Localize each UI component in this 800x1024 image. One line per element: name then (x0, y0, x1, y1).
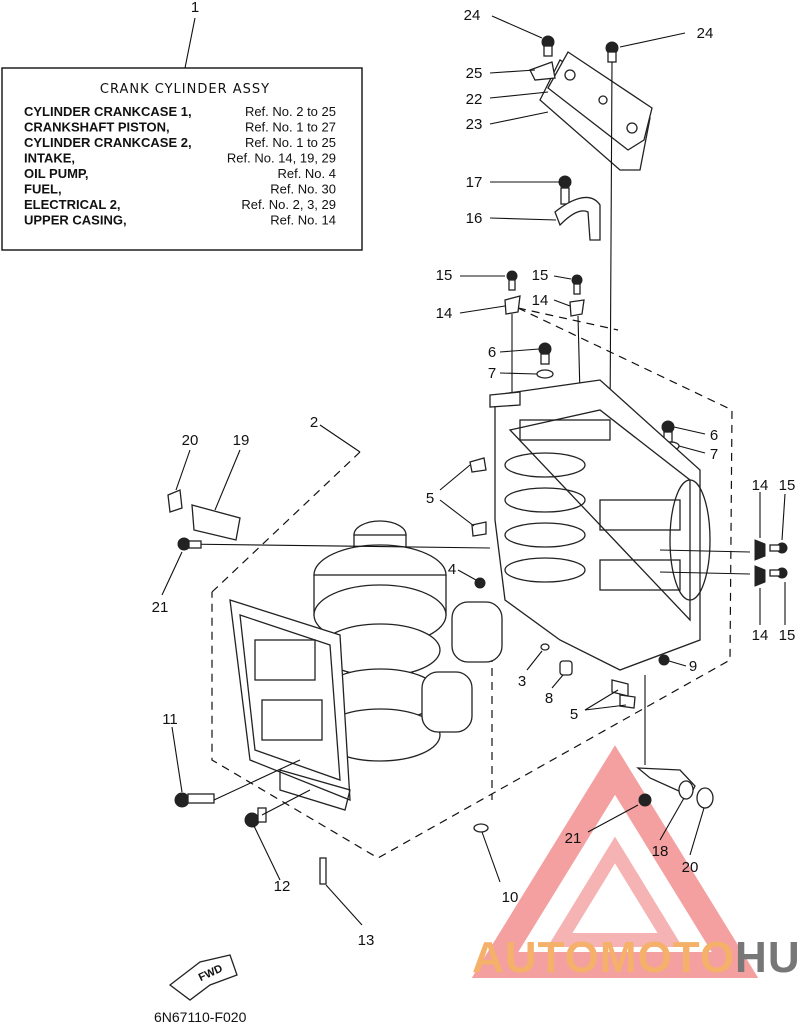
info-row-name: UPPER CASING, (24, 213, 127, 228)
callout-22: 22 (466, 91, 483, 108)
info-row-name: CRANKSHAFT PISTON, (24, 120, 170, 135)
callout-8: 8 (545, 690, 553, 707)
callout-19: 19 (233, 432, 250, 449)
info-row-name: FUEL, (24, 182, 62, 197)
diagram-code: 6N67110-F020 (154, 1009, 247, 1024)
clamp-group (554, 175, 601, 241)
info-box-row: UPPER CASING, Ref. No. 14 (24, 213, 336, 228)
callout-21: 21 (565, 830, 582, 847)
info-row-name: CYLINDER CRANKCASE 1, (24, 104, 192, 119)
callout-25: 25 (466, 65, 483, 82)
callout-15: 15 (532, 267, 549, 284)
crankcase-group (179, 520, 503, 811)
info-row-name: OIL PUMP, (24, 166, 89, 181)
right-side-fasteners (754, 539, 788, 587)
info-row-ref: Ref. No. 30 (270, 182, 336, 197)
callout-4: 4 (448, 561, 456, 578)
info-row-name: CYLINDER CRANKCASE 2, (24, 135, 192, 150)
cylinder-cover-group (529, 35, 653, 426)
info-row-ref: Ref. No. 4 (277, 166, 336, 181)
callout-labels: 1 24 24 25 22 23 17 16 15 15 14 14 6 7 6 7 2 20 19 5 4 14 15 14… (152, 0, 796, 949)
top-bolts (504, 270, 680, 451)
watermark-text: AUTOMOTOHUB (472, 933, 800, 982)
callout-23: 23 (466, 116, 483, 133)
callout-10: 10 (502, 889, 519, 906)
info-row-ref: Ref. No. 14, 19, 29 (227, 151, 336, 166)
callout-17: 17 (466, 174, 483, 191)
watermark-part-auto: AUTO (472, 933, 600, 982)
callout-7: 7 (710, 446, 718, 463)
info-row-name: ELECTRICAL 2, (24, 197, 121, 212)
info-box-title: CRANK CYLINDER ASSY (100, 82, 270, 97)
leader-lines (161, 15, 786, 926)
lower-right-bracket (636, 675, 714, 809)
callout-18: 18 (652, 843, 669, 860)
info-row-name: INTAKE, (24, 151, 75, 166)
callout-12: 12 (274, 878, 291, 895)
callout-3: 3 (518, 673, 526, 690)
callout-15: 15 (779, 627, 796, 644)
callout-7: 7 (488, 365, 496, 382)
callout-14: 14 (532, 292, 549, 309)
info-row-ref: Ref. No. 14 (270, 213, 336, 228)
info-row-ref: Ref. No. 1 to 27 (245, 120, 336, 135)
watermark-logo (471, 745, 759, 978)
info-box-rows: CYLINDER CRANKCASE 1,Ref. No. 2 to 25CRA… (24, 104, 336, 228)
watermark-part-hub: HUB (735, 933, 800, 982)
callout-5: 5 (570, 706, 578, 723)
info-box-row: OIL PUMP, Ref. No. 4 (24, 166, 336, 181)
callout-20: 20 (182, 432, 199, 449)
assembly-info-box: CRANK CYLINDER ASSY CYLINDER CRANKCASE 1… (1, 67, 363, 251)
callout-5: 5 (426, 490, 434, 507)
callout-15: 15 (779, 477, 796, 494)
callout-21: 21 (152, 599, 169, 616)
callout-14: 14 (752, 477, 769, 494)
callout-13: 13 (358, 932, 375, 949)
left-small-parts (167, 457, 670, 885)
info-row-ref: Ref. No. 2, 3, 29 (241, 197, 336, 212)
callout-24: 24 (464, 7, 481, 24)
info-box-row: INTAKE, Ref. No. 14, 19, 29 (24, 151, 336, 166)
callout-14: 14 (752, 627, 769, 644)
callout-9: 9 (689, 658, 697, 675)
info-box-row: CRANKSHAFT PISTON, Ref. No. 1 to 27 (24, 120, 336, 135)
cylinder-block (489, 379, 751, 671)
callout-16: 16 (466, 210, 483, 227)
callout-2: 2 (310, 414, 318, 431)
callout-14: 14 (436, 305, 453, 322)
callout-6: 6 (710, 427, 718, 444)
info-box-row: FUEL, Ref. No. 30 (24, 182, 336, 197)
info-box-row: CYLINDER CRANKCASE 1, Ref. No. 2 to 25 (24, 104, 336, 119)
callout-11: 11 (162, 711, 178, 728)
watermark-part-moto: MOTO (600, 933, 735, 982)
info-box-row: CYLINDER CRANKCASE 2, Ref. No. 1 to 25 (24, 135, 336, 150)
callout-20: 20 (682, 859, 699, 876)
fwd-arrow: FWD (168, 954, 238, 1001)
info-box-row: ELECTRICAL 2, Ref. No. 2, 3, 29 (24, 197, 336, 212)
info-row-ref: Ref. No. 1 to 25 (245, 135, 336, 150)
callout-6: 6 (488, 344, 496, 361)
callout-15: 15 (436, 267, 453, 284)
info-row-ref: Ref. No. 2 to 25 (245, 104, 336, 119)
callout-24: 24 (697, 25, 714, 42)
callout-1: 1 (191, 0, 199, 16)
